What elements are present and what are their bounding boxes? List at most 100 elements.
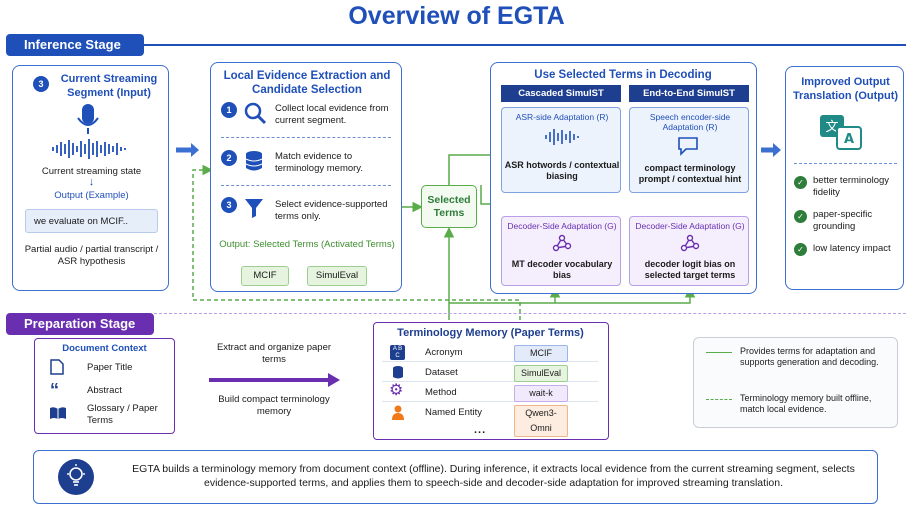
improved-output-box: Improved Output Translation (Output) 文 A… <box>785 66 904 290</box>
document-context-item: Paper Title <box>87 362 133 373</box>
encoder-adaptation-box: Speech encoder-side Adaptation (R) compa… <box>629 107 749 193</box>
decoding-title: Use Selected Terms in Decoding <box>534 69 712 81</box>
person-icon <box>392 405 404 420</box>
step-divider <box>221 185 391 186</box>
selected-terms-output-label: Output: Selected Terms (Activated Terms) <box>219 239 395 250</box>
step-number-badge: 3 <box>33 76 49 92</box>
graph-node-icon <box>552 234 572 252</box>
audio-waveform-icon <box>52 139 126 159</box>
encoder-adaptation-title: Speech encoder-side Adaptation (R) <box>649 112 731 132</box>
legend-solid-text: Provides terms for adaptation and suppor… <box>740 346 879 367</box>
legend-dashed-text: Terminology memory built offline, match … <box>740 393 872 414</box>
asr-adaptation-box: ASR-side Adaptation (R) ASR hotwords / c… <box>501 107 621 193</box>
memory-row-label: Acronym <box>425 347 463 358</box>
encoder-adaptation-text: compact terminology prompt / contextual … <box>638 163 742 184</box>
cascaded-decoder-text: MT decoder vocabulary bias <box>511 259 613 280</box>
memory-row-label: Named Entity <box>425 407 483 418</box>
preparation-stage-label: Preparation Stage <box>6 313 154 335</box>
cascaded-decoder-title: Decoder-Side Adaptation (G) <box>507 221 617 231</box>
more-ellipsis: ... <box>474 424 487 436</box>
preparation-stage-divider <box>154 313 906 314</box>
page-title: Overview of EGTA <box>348 2 565 30</box>
streaming-segment-box: 3 Current Streaming Segment (Input) Curr… <box>12 65 169 291</box>
memory-to-e2e-decoder-line <box>449 287 696 304</box>
e2e-decoder-box: Decoder-Side Adaptation (G) decoder logi… <box>629 216 749 286</box>
asr-adaptation-title: ASR-side Adaptation (R) <box>515 112 609 122</box>
lightbulb-icon <box>58 459 94 495</box>
e2e-decoder-text: decoder logit bias on selected target te… <box>644 259 736 280</box>
legend-dashed-line <box>706 399 732 400</box>
selected-to-cascaded-line <box>448 149 501 185</box>
memory-row: ⚙ Method wait-k <box>382 382 598 402</box>
local-evidence-title: Local Evidence Extraction and Candidate … <box>223 70 391 96</box>
summary-text: EGTA builds a terminology memory from do… <box>132 463 855 489</box>
step-1-badge: 1 <box>221 102 237 118</box>
document-context-box: Document Context Paper Title “ Abstract … <box>34 338 175 434</box>
microphone-icon <box>77 104 99 134</box>
step-3-text: Select evidence-supported terms only. <box>275 199 388 222</box>
asr-adaptation-text: ASR hotwords / contextual biasing <box>504 160 620 181</box>
memory-row-value: SimulEval <box>514 365 568 382</box>
cascaded-decoder-box: Decoder-Side Adaptation (G) MT decoder v… <box>501 216 621 286</box>
memory-row: Dataset SimulEval <box>382 363 598 382</box>
document-context-title: Document Context <box>62 343 147 354</box>
down-arrow-icon: ↓ <box>88 176 95 188</box>
offline-memory-dashed-line <box>192 164 521 320</box>
quote-icon: “ <box>50 380 59 400</box>
memory-row: Named Entity Qwen3-Omni <box>382 403 598 437</box>
book-icon <box>50 407 66 419</box>
improved-output-title: Improved Output Translation (Output) <box>792 76 899 102</box>
translate-icon: 文 A <box>820 115 862 150</box>
waveform-icon <box>545 129 579 145</box>
improved-item: better terminology fidelity <box>813 175 890 198</box>
document-context-item: Abstract <box>87 385 122 396</box>
step-3-badge: 3 <box>221 197 237 213</box>
decoding-box: Use Selected Terms in Decoding Cascaded … <box>490 62 757 294</box>
terminology-memory-title: Terminology Memory (Paper Terms) <box>397 327 584 339</box>
inference-stage-divider <box>144 44 906 46</box>
prep-arrow-bottom-label: Build compact terminology memory <box>218 394 330 417</box>
cascaded-header: Cascaded SimulST <box>501 85 621 102</box>
document-icon <box>50 359 64 375</box>
output-example-label: Output (Example) <box>54 190 129 201</box>
streaming-title: Current Streaming Segment (Input) <box>60 73 158 99</box>
document-context-item: Glossary / Paper Terms <box>87 403 158 426</box>
step-divider <box>221 137 391 138</box>
inference-stage-label: Inference Stage <box>6 34 144 56</box>
summary-box: EGTA builds a terminology memory from do… <box>33 450 878 504</box>
gear-icon: ⚙ <box>389 382 404 399</box>
memory-row-value: wait-k <box>514 385 568 402</box>
magnifier-icon <box>244 102 267 125</box>
svg-text:A: A <box>844 132 854 147</box>
streaming-caption: Partial audio / partial transcript / ASR… <box>24 244 159 267</box>
memory-row-label: Dataset <box>425 367 458 378</box>
example-output-text: we evaluate on MCIF.. <box>25 209 158 233</box>
memory-row-label: Method <box>425 387 457 398</box>
legend-box: Provides terms for adaptation and suppor… <box>693 337 898 428</box>
output-divider <box>794 163 897 164</box>
prep-arrow-top-label: Extract and organize paper terms <box>216 342 332 365</box>
filter-icon <box>245 199 263 218</box>
memory-row-value: MCIF <box>514 345 568 362</box>
svg-text:文: 文 <box>825 120 838 135</box>
improved-item: low latency impact <box>813 243 891 254</box>
memory-row-value: Qwen3-Omni <box>514 405 568 437</box>
term-chip: MCIF <box>241 266 289 286</box>
local-evidence-box: Local Evidence Extraction and Candidate … <box>210 62 402 292</box>
term-chip: SimulEval <box>307 266 367 286</box>
legend-solid-line <box>706 352 732 353</box>
step-1-text: Collect local evidence from current segm… <box>275 103 389 126</box>
check-icon: ✓ <box>794 243 807 256</box>
e2e-header: End-to-End SimulST <box>629 85 749 102</box>
check-icon: ✓ <box>794 176 807 189</box>
check-icon: ✓ <box>794 210 807 223</box>
database-icon <box>245 151 263 171</box>
database-icon <box>393 366 403 379</box>
step-2-badge: 2 <box>221 150 237 166</box>
selected-terms-box: Selected Terms <box>421 185 477 228</box>
e2e-decoder-title: Decoder-Side Adaptation (G) <box>635 221 745 231</box>
step-2-text: Match evidence to terminology memory. <box>275 151 363 174</box>
